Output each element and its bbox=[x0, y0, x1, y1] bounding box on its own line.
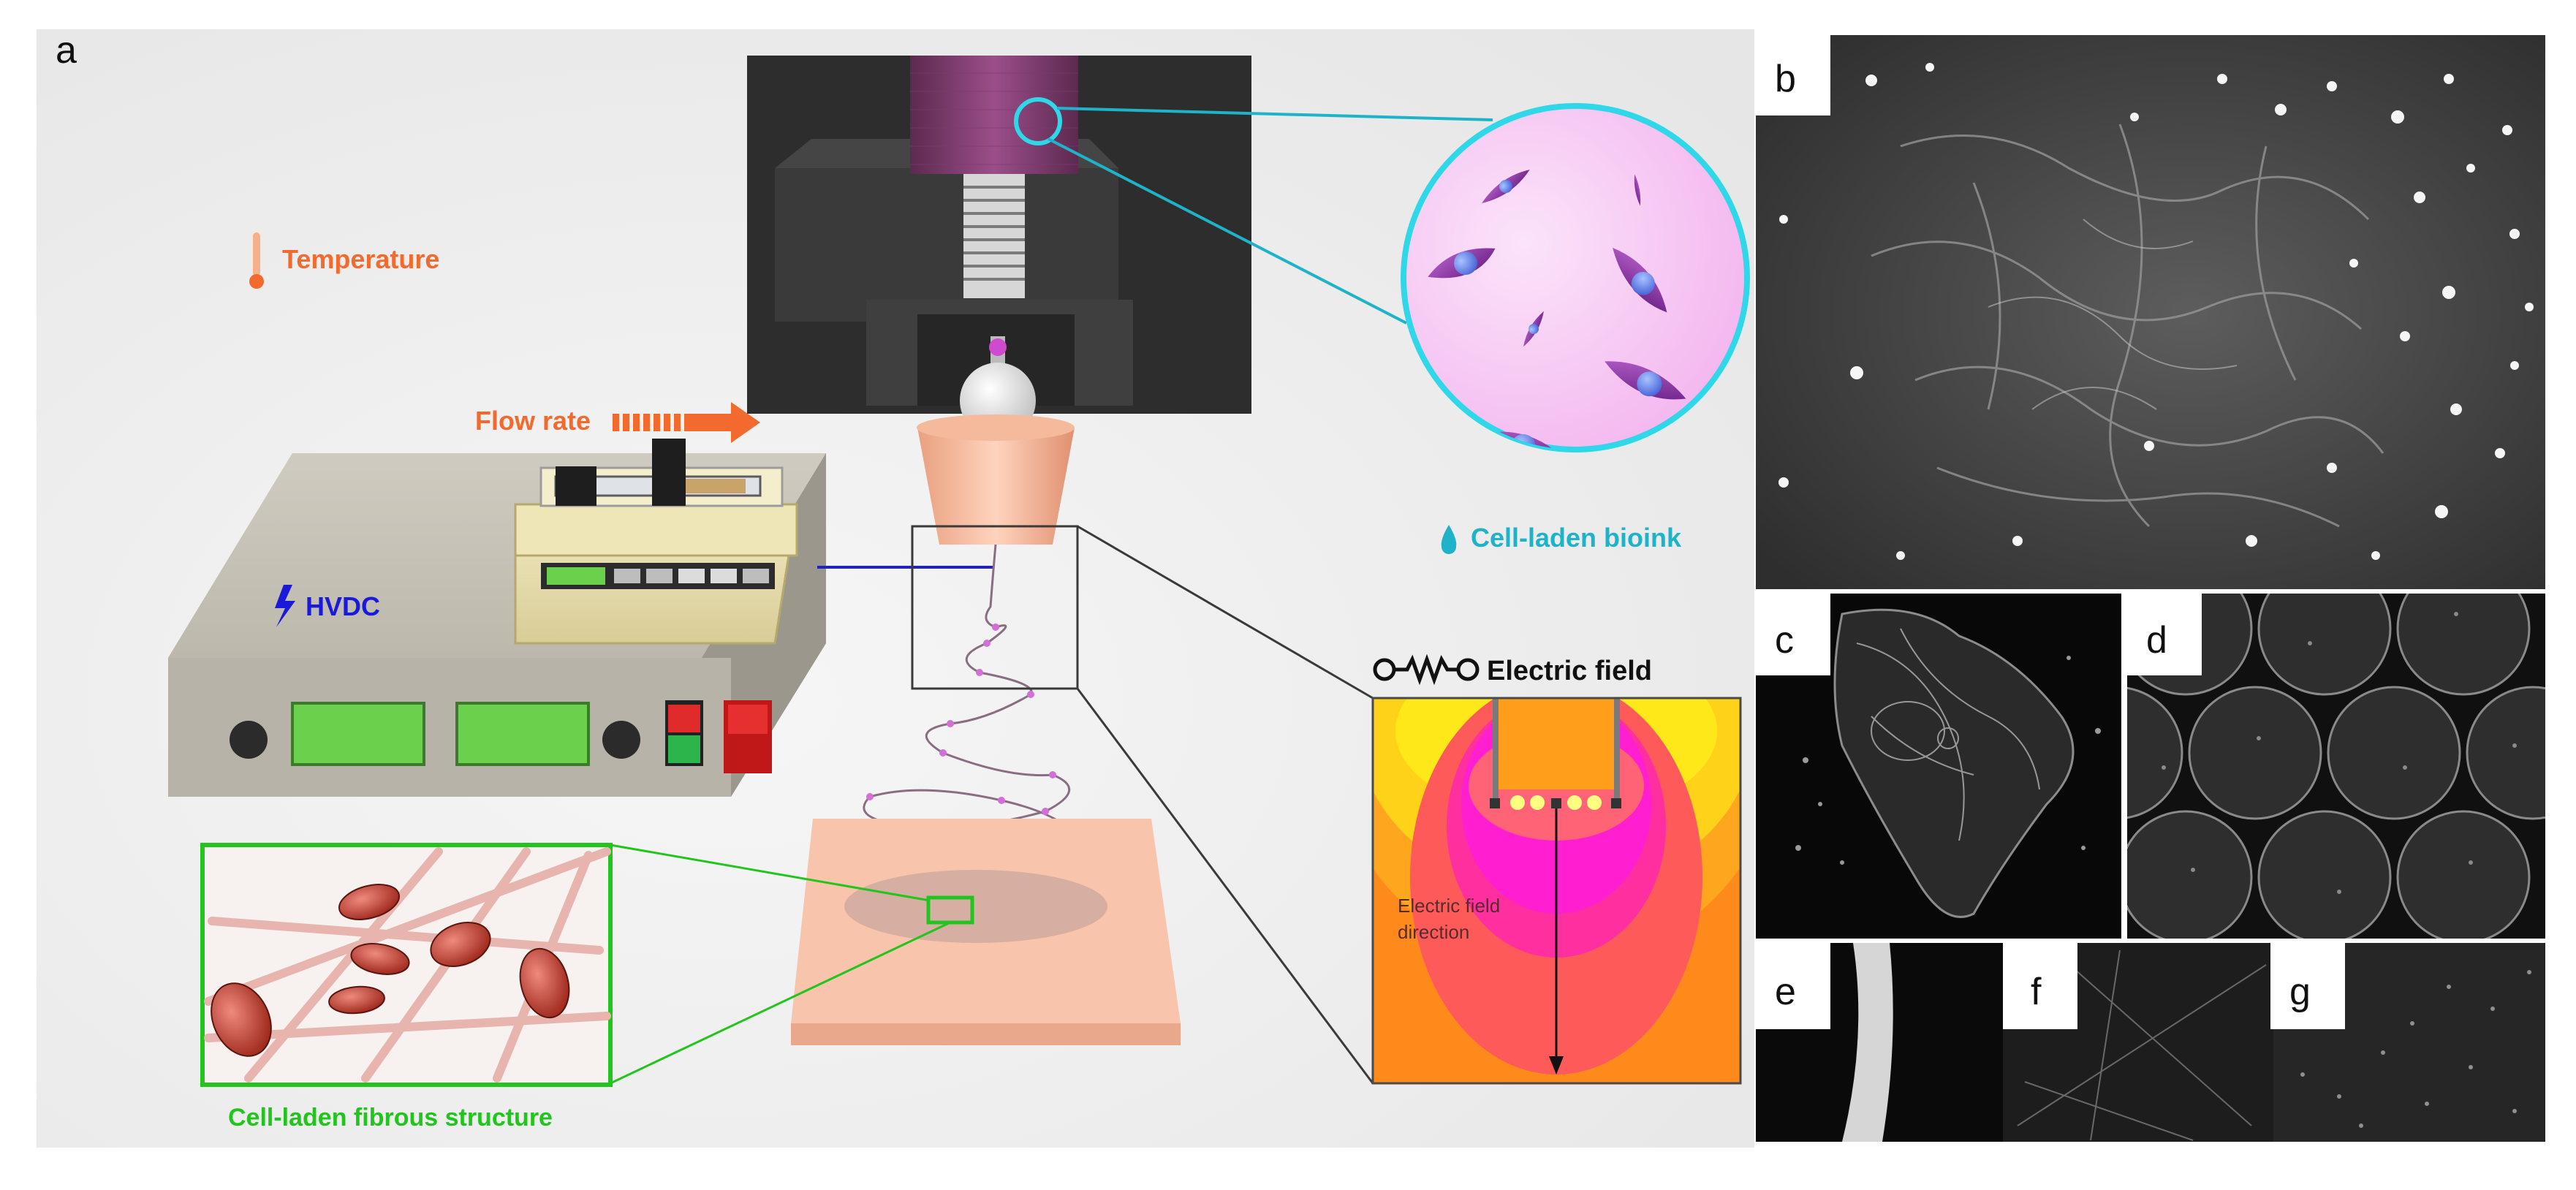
fiber-cell bbox=[519, 947, 570, 1019]
panel-a: a Temperature Flow rate bbox=[37, 29, 1754, 1148]
micrograph-d-letter: d bbox=[2146, 619, 2167, 662]
bioink-cell bbox=[1523, 311, 1544, 347]
micrograph-c-tag bbox=[1756, 594, 1830, 675]
bioink-cell bbox=[1482, 170, 1530, 203]
micrograph-bottom-strip bbox=[1756, 943, 2545, 1142]
knob-right bbox=[602, 721, 640, 759]
nozzle-cone bbox=[917, 428, 1075, 545]
syringe-plunger-block bbox=[652, 439, 686, 506]
bioink-cell bbox=[1605, 361, 1686, 400]
micrograph-b bbox=[1756, 35, 2545, 589]
electrode-left bbox=[1493, 698, 1499, 800]
hvdc-label: HVDC bbox=[306, 591, 380, 621]
syringe-clamp-left bbox=[556, 466, 596, 506]
micrograph-g-tag bbox=[2270, 943, 2345, 1029]
display-left bbox=[291, 702, 425, 766]
fiber-zoom-line-bottom bbox=[610, 921, 951, 1085]
field-zoom-line-bottom bbox=[1076, 688, 1374, 1084]
flow-rate-label-group: Flow rate bbox=[475, 402, 760, 443]
droplet-icon bbox=[1441, 525, 1457, 554]
cell-cluster bbox=[1833, 608, 2075, 918]
micrograph-f-tag bbox=[2003, 943, 2077, 1029]
electrode-right bbox=[1614, 698, 1620, 800]
electric-field-inset: Electric field direction bbox=[1371, 697, 1742, 1085]
flow-rate-arrow-icon bbox=[613, 402, 760, 443]
fiber-cell bbox=[350, 943, 410, 975]
field-zoom-line-top bbox=[1077, 525, 1374, 700]
bioink-cell bbox=[1428, 248, 1496, 278]
bioink-zoom-line-bottom bbox=[1048, 137, 1407, 325]
deposited-fiber-area bbox=[844, 870, 1107, 943]
bioink-label-group: Cell-laden bioink bbox=[1441, 523, 1682, 554]
micrograph-e-tag bbox=[1756, 943, 1830, 1029]
fiber-cell bbox=[430, 922, 491, 967]
thermometer-icon bbox=[249, 232, 264, 289]
micrograph-d-tag bbox=[2127, 594, 2202, 675]
micrograph-b-tag bbox=[1756, 35, 1830, 115]
fiber-cell bbox=[328, 985, 385, 1015]
fiber-cell bbox=[338, 884, 400, 920]
fibrous-structure-inset bbox=[200, 843, 613, 1087]
panel-a-letter: a bbox=[56, 29, 77, 72]
electric-field-label-group: Electric field bbox=[1373, 653, 1652, 686]
micrograph-b-letter: b bbox=[1775, 58, 1796, 100]
flow-rate-label: Flow rate bbox=[475, 406, 591, 436]
printhead bbox=[747, 56, 1251, 439]
syringe-texture bbox=[910, 72, 1078, 165]
micrograph-e-letter: e bbox=[1775, 971, 1796, 1013]
bioink-zoom-marker bbox=[1014, 97, 1062, 145]
bioink-label: Cell-laden bioink bbox=[1471, 523, 1682, 553]
bioink-cell bbox=[1634, 174, 1641, 206]
collector-plate bbox=[791, 819, 1181, 1045]
fiber-zoom-line-top bbox=[610, 844, 931, 902]
syringe-pump bbox=[514, 439, 798, 645]
printhead-syringe bbox=[910, 56, 1078, 174]
bioink-zoom-line-top bbox=[1056, 107, 1493, 121]
field-zoom-marker bbox=[911, 525, 1079, 690]
printhead-spring bbox=[963, 174, 1025, 298]
temperature-label-group: Temperature bbox=[249, 232, 439, 289]
micrograph-c bbox=[1756, 594, 2121, 939]
knob-left bbox=[230, 721, 268, 759]
bioink-cell bbox=[1613, 248, 1667, 313]
display-right bbox=[455, 702, 590, 766]
field-direction-text-line2: direction bbox=[1398, 921, 1469, 943]
micrograph-f-letter: f bbox=[2031, 971, 2042, 1013]
micrograph-g-letter: g bbox=[2289, 971, 2311, 1013]
micrograph-c-letter: c bbox=[1775, 619, 1794, 662]
fibrous-structure-label: Cell-laden fibrous structure bbox=[228, 1104, 553, 1132]
electric-field-label: Electric field bbox=[1487, 656, 1652, 686]
lightning-icon bbox=[275, 585, 295, 627]
single-fiber bbox=[1842, 943, 1893, 1142]
temperature-label: Temperature bbox=[282, 244, 439, 274]
fiber-cell bbox=[211, 982, 272, 1057]
resistor-icon bbox=[1373, 653, 1480, 686]
field-direction-text-line1: Electric field bbox=[1398, 895, 1500, 917]
